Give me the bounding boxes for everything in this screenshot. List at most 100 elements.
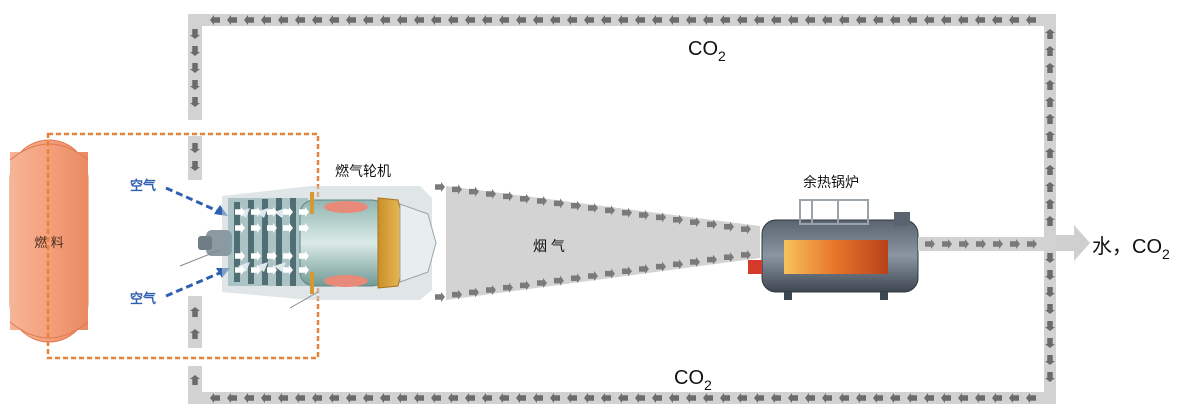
flow-arrow: [703, 393, 713, 403]
flow-arrow: [299, 207, 309, 217]
flow-arrow: [520, 193, 530, 204]
flow-arrow: [673, 259, 683, 270]
flow-arrow: [724, 252, 734, 263]
flow-arrow: [754, 15, 764, 25]
flow-arrow: [992, 393, 1002, 403]
flow-arrow: [465, 393, 475, 403]
output-arrow-shaft: [1056, 235, 1076, 251]
flue-gas-label: 烟 气: [533, 238, 565, 254]
waste-heat-boiler: [748, 199, 919, 300]
flow-arrow: [1009, 393, 1019, 403]
flow-arrow: [1045, 270, 1055, 280]
flow-arrow: [1045, 63, 1055, 73]
flow-arrow: [720, 15, 730, 25]
flow-arrow: [605, 268, 615, 279]
flow-arrow: [244, 393, 254, 403]
flow-arrow: [283, 207, 293, 217]
flow-arrow: [452, 289, 462, 300]
flow-arrow: [737, 393, 747, 403]
flow-arrow: [686, 15, 696, 25]
output-label: 水，CO2: [1092, 235, 1170, 262]
flow-arrow: [1045, 182, 1055, 192]
flow-arrow: [312, 15, 322, 25]
flow-arrow: [190, 307, 200, 317]
flow-arrow: [622, 266, 632, 277]
flow-arrow: [554, 275, 564, 286]
flow-arrow: [190, 161, 200, 171]
flow-arrow: [976, 239, 986, 249]
flow-arrow: [414, 393, 424, 403]
flue-gas-duct: [446, 186, 760, 300]
flow-arrow: [190, 46, 200, 56]
flow-arrow: [652, 15, 662, 25]
flow-arrow: [537, 277, 547, 288]
flow-arrow: [618, 393, 628, 403]
flow-arrow: [503, 282, 513, 293]
flow-arrow: [639, 263, 649, 274]
flow-arrow: [190, 29, 200, 39]
flow-arrow: [537, 196, 547, 207]
flow-arrow: [992, 15, 1002, 25]
flow-arrow: [190, 329, 200, 339]
flow-arrow: [190, 97, 200, 107]
flow-arrow: [924, 15, 934, 25]
flow-arrow: [299, 223, 309, 233]
flow-arrow: [588, 203, 598, 214]
flow-arrow: [363, 393, 373, 403]
flow-arrow: [1027, 239, 1037, 249]
flow-arrow: [267, 223, 277, 233]
flow-arrow: [435, 182, 445, 192]
flow-arrow: [251, 207, 261, 217]
flow-arrow: [741, 249, 751, 260]
air-label-top: 空气: [130, 178, 156, 193]
flow-arrow: [346, 393, 356, 403]
flow-arrow: [363, 15, 373, 25]
flow-arrow: [278, 15, 288, 25]
flow-arrow: [235, 207, 245, 217]
flow-arrow: [283, 251, 293, 261]
flow-arrow: [295, 15, 305, 25]
flow-arrow: [754, 393, 764, 403]
flow-arrow: [703, 15, 713, 25]
flow-arrow: [486, 189, 496, 200]
flow-arrow: [227, 393, 237, 403]
flow-arrow: [1026, 393, 1036, 403]
flow-arrow: [1045, 338, 1055, 348]
flow-arrow: [1045, 355, 1055, 365]
flow-arrow: [267, 207, 277, 217]
flow-arrow: [652, 393, 662, 403]
flow-arrow: [448, 393, 458, 403]
flow-arrow: [550, 15, 560, 25]
flow-arrow: [571, 273, 581, 284]
flow-arrow: [235, 251, 245, 261]
flow-arrow: [469, 186, 479, 197]
flow-arrow: [993, 239, 1003, 249]
flow-arrow: [1045, 253, 1055, 263]
flow-arrow: [1045, 287, 1055, 297]
flow-arrow: [299, 251, 309, 261]
flow-arrow: [635, 15, 645, 25]
flow-arrow: [397, 393, 407, 403]
flow-arrow: [788, 393, 798, 403]
flow-arrow: [890, 15, 900, 25]
flow-arrow: [235, 265, 245, 275]
co2-label-top: CO2: [688, 38, 726, 64]
flow-arrow: [261, 393, 271, 403]
flow-arrow: [605, 205, 615, 216]
flow-arrow: [1045, 216, 1055, 226]
flow-arrow: [1045, 148, 1055, 158]
flow-arrow: [771, 393, 781, 403]
flow-arrow: [856, 393, 866, 403]
flow-arrow: [724, 221, 734, 232]
flow-arrow: [856, 15, 866, 25]
flow-arrow: [669, 393, 679, 403]
flow-arrow: [520, 280, 530, 291]
flow-arrow: [707, 254, 717, 265]
flow-arrow: [431, 15, 441, 25]
flow-arrow: [720, 393, 730, 403]
flow-arrow: [1045, 304, 1055, 314]
flow-arrow: [329, 393, 339, 403]
flow-arrow: [227, 15, 237, 25]
flow-arrow: [686, 393, 696, 403]
